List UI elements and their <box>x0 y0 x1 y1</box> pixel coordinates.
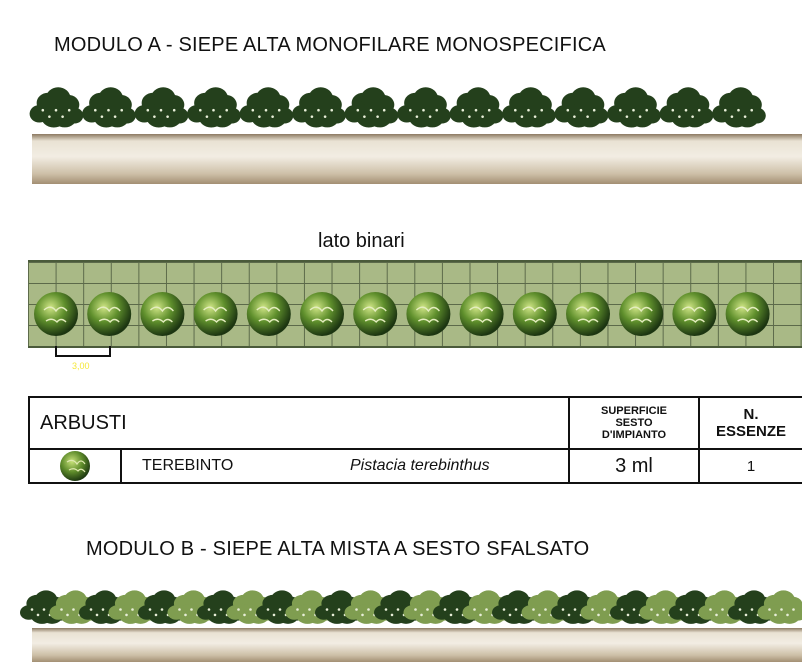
module-b-title: MODULO B - SIEPE ALTA MISTA A SESTO SFAL… <box>86 538 590 560</box>
shrub-elevation <box>239 87 294 128</box>
shrub-elevation <box>607 87 661 128</box>
shrub-plan <box>87 292 132 336</box>
surface-value: 3 ml <box>568 448 700 484</box>
shrub-elevation-mixed <box>403 590 453 624</box>
shrub-plan <box>512 292 557 336</box>
legend-surface-header: SUPERFICIE SESTO D'IMPIANTO <box>568 396 700 450</box>
module-b-ground <box>32 628 802 662</box>
shrub-elevation <box>554 87 609 128</box>
module-a-title: MODULO A - SIEPE ALTA MONOFILARE MONOSPE… <box>54 34 606 56</box>
module-a-ground <box>32 134 802 184</box>
shrub-plan <box>459 292 504 336</box>
shrub-elevation <box>292 87 346 128</box>
shrub-elevation-mixed <box>757 590 802 624</box>
shrub-plan <box>246 292 291 336</box>
shrub-elevation <box>29 87 84 128</box>
shrub-elevation <box>344 87 399 128</box>
shrub-plan <box>566 292 610 336</box>
shrub-plan <box>140 292 185 336</box>
shrub-elevation <box>82 87 136 128</box>
terebinto-symbol-icon <box>60 451 90 481</box>
shrub-elevation <box>134 87 189 128</box>
shrub-elevation <box>659 87 714 128</box>
shrub-plan <box>34 292 78 336</box>
shrub-symbol-cell <box>28 448 122 484</box>
species-cell: TEREBINTO Pistacia terebinthus <box>120 448 570 484</box>
shrub-plan <box>672 292 717 336</box>
shrub-plan <box>725 292 770 336</box>
shrub-plan <box>300 292 344 336</box>
legend-category: ARBUSTI <box>28 396 570 450</box>
species-latin-name: Pistacia terebinthus <box>350 457 490 474</box>
shrub-plan <box>193 292 238 336</box>
shrub-elevation <box>449 87 504 128</box>
legend-table: ARBUSTI SUPERFICIE SESTO D'IMPIANTO N. E… <box>28 396 802 484</box>
shrub-elevation <box>187 87 241 128</box>
table-row: TEREBINTO Pistacia terebinthus 3 ml 1 <box>28 448 802 484</box>
shrub-plan <box>353 292 398 336</box>
side-label: lato binari <box>318 230 405 252</box>
shrub-plan <box>619 292 664 336</box>
shrub-plan <box>406 292 451 336</box>
species-common-name: TEREBINTO <box>142 457 234 474</box>
legend-count-header: N. ESSENZE <box>698 396 802 450</box>
shrub-elevation <box>502 87 556 128</box>
spacing-label: 3,00 <box>72 361 90 371</box>
shrub-elevation <box>397 87 451 128</box>
shrub-elevation <box>712 87 766 128</box>
